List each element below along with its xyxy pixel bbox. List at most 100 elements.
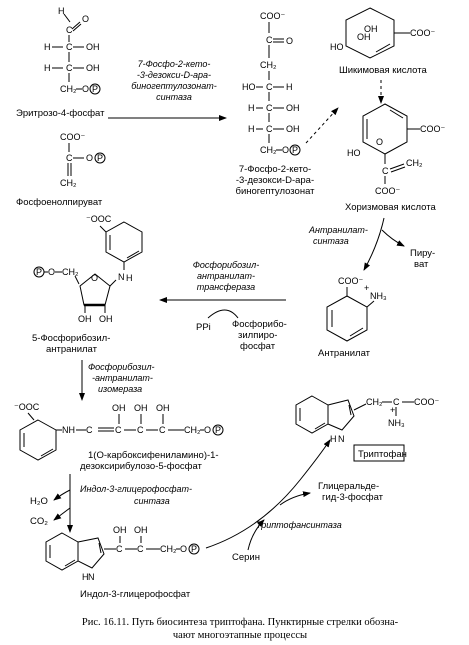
dahp-ho-4: HO: [242, 82, 256, 92]
shikimate-oh-1: OH: [364, 24, 378, 34]
cdrp-ch: C: [86, 425, 93, 435]
dahp-c5: C: [266, 103, 273, 113]
dahp-o-ester: O: [282, 145, 289, 155]
e4p-oh-2: OH: [86, 42, 100, 52]
arrow-g3p-release: [279, 491, 311, 506]
shikimate-oh-2: OH: [357, 32, 371, 42]
cdrp-coo: ⁻OOC: [14, 402, 40, 412]
dahp-label-line-1: 7-Фосфо-2-кето-: [239, 164, 311, 175]
pr-transferase-line-2: антранилат-: [197, 271, 255, 281]
chorismate-ch2: CH₂: [406, 158, 423, 168]
pep-ch2: CH₂: [60, 178, 77, 188]
prpp-line-1: Фосфорибо-: [232, 319, 287, 330]
tryptophan-label-box: [353, 444, 405, 462]
dahp-synthase-line-2: -3-дезокси-D-ара-: [137, 70, 211, 80]
cdrp-ch-2: C: [137, 425, 144, 435]
tryptophan-ch2: CH₂: [366, 397, 383, 407]
pra-isomerase-line-3: изомераза: [98, 384, 142, 394]
pep-phosphate: P: [97, 153, 103, 163]
chorismate-c: C: [382, 166, 389, 176]
igp-ch-2: C: [137, 544, 144, 554]
arrow-co2-release: [53, 507, 71, 521]
chorismate-coo-2: COO⁻: [375, 186, 401, 196]
arrow-pyruvate-release: [381, 229, 405, 247]
e4p-o: O: [82, 14, 89, 24]
pra-ch2: CH₂: [62, 267, 79, 277]
dahp-label: 7-Фосфо-2-кето- -3-дезокси-D-ара- биноге…: [236, 164, 316, 197]
g3p-line-1: Глицеральде-: [318, 481, 379, 492]
dahp-ch2: CH₂: [260, 60, 277, 70]
dahp-ch2-7: CH₂: [260, 145, 277, 155]
pra-isomerase-line-2: -антранилат-: [92, 373, 153, 383]
e4p-c2: C: [66, 42, 73, 52]
prpp-ppi-curve: [207, 309, 239, 319]
pr-transferase-line-3: трансфераза: [197, 282, 255, 292]
pra-label: 5-Фосфорибозил- антранилат: [32, 333, 110, 355]
tryptophan-n: N: [338, 434, 345, 444]
igp-synthase-line-2: синтаза: [134, 496, 170, 506]
dahp-coo: COO⁻: [260, 11, 286, 21]
cdrp-structure: ⁻OOC NH C C C C CH₂ O P OH OH OH: [14, 402, 224, 461]
co2-label: CO₂: [30, 516, 48, 527]
g3p-label: Глицеральде- гид-3-фосфат: [318, 481, 384, 503]
igp-nh-h: H: [82, 572, 89, 582]
dahp-oh-6: OH: [286, 124, 300, 134]
igp-phosphate: P: [191, 544, 197, 554]
cdrp-ch-3: C: [159, 425, 166, 435]
ppi-label: PPi: [196, 322, 211, 333]
chorismate-structure: COO⁻ HO O C CH₂ COO⁻: [347, 103, 446, 196]
prpp-line-2: зилпиро-: [238, 330, 277, 341]
dahp-synthase-line-1: 7-Фосфо-2-кето-: [138, 59, 211, 69]
arrow-serine-input: [247, 519, 265, 551]
tryptophan-synthase-label: Триптофансинтаза: [256, 520, 342, 530]
tryptophan-nh-h: H: [330, 434, 337, 444]
anthranilate-coo: COO⁻: [338, 276, 364, 286]
anthranilate-synthase-line-1: Антранилат-: [308, 225, 368, 235]
tryptophan-label: Триптофан: [358, 449, 407, 460]
arrow-igp-to-tryptophan: [205, 439, 331, 549]
shikimate-ho: HO: [330, 42, 344, 52]
tryptophan-nh3: NH₃: [388, 418, 405, 428]
anthranilate-structure: COO⁻ + NH₃: [326, 276, 387, 342]
cdrp-label: 1(О-карбоксифениламино)-1- дезоксирибуло…: [80, 450, 219, 472]
pra-oh-2: OH: [99, 314, 113, 324]
anthranilate-synthase-line-2: синтаза: [313, 236, 349, 246]
figure-caption: Рис. 16.11. Путь биосинтеза триптофана. …: [40, 616, 440, 642]
chorismate-ho: HO: [347, 148, 361, 158]
pyruvate-line-2: ват: [414, 259, 429, 270]
pra-oh-1: OH: [78, 314, 92, 324]
cdrp-label-line-2: дезоксирибулозо-5-фосфат: [80, 461, 203, 472]
dahp-c4: C: [266, 82, 273, 92]
cdrp-oh-3: OH: [156, 403, 170, 413]
e4p-oh-3: OH: [86, 63, 100, 73]
pra-nh-h: H: [126, 273, 133, 283]
anthranilate-plus: +: [364, 283, 369, 293]
pra-nh: N: [118, 272, 125, 282]
pra-phosphate: P: [36, 267, 42, 277]
igp-o-ester: O: [180, 544, 187, 554]
pra-structure: ⁻OOC N H P O CH₂ O OH OH: [33, 214, 143, 324]
e4p-c1: C: [66, 25, 73, 35]
caption-line-2: чают многоэтапные процессы: [172, 630, 308, 641]
pyruvate-line-1: Пиру-: [410, 248, 435, 259]
dahp-c2: C: [266, 35, 273, 45]
tryptophan-ch: C: [393, 397, 400, 407]
e4p-o-ester: O: [82, 84, 89, 94]
phosphoenolpyruvate-structure: COO⁻ C O P CH₂: [60, 132, 106, 188]
igp-structure: N H C C CH₂ O P OH OH: [45, 525, 200, 582]
erythrose-4-phosphate-structure: H C O H C OH H C OH CH₂ O P: [44, 6, 101, 95]
igp-synthase-line-1: Индол-3-глицерофосфат-: [80, 484, 192, 494]
igp-ch-1: C: [116, 544, 123, 554]
pep-c: C: [66, 153, 73, 163]
igp-oh-1: OH: [113, 525, 127, 535]
cdrp-c: C: [115, 425, 122, 435]
arrow-water-release: [53, 489, 71, 501]
anthranilate-synthase-label: Антранилат- синтаза: [308, 225, 368, 246]
dahp-c6: C: [266, 124, 273, 134]
shikimate-structure: COO⁻ OH HO OH: [330, 7, 436, 59]
dahp-synthase-line-4: синтаза: [156, 92, 192, 102]
dahp-oh-5: OH: [286, 103, 300, 113]
pra-isomerase-line-1: Фосфорибозил-: [88, 362, 155, 372]
dahp-synthase-label: 7-Фосфо-2-кето- -3-дезокси-D-ара- биноге…: [131, 59, 217, 102]
